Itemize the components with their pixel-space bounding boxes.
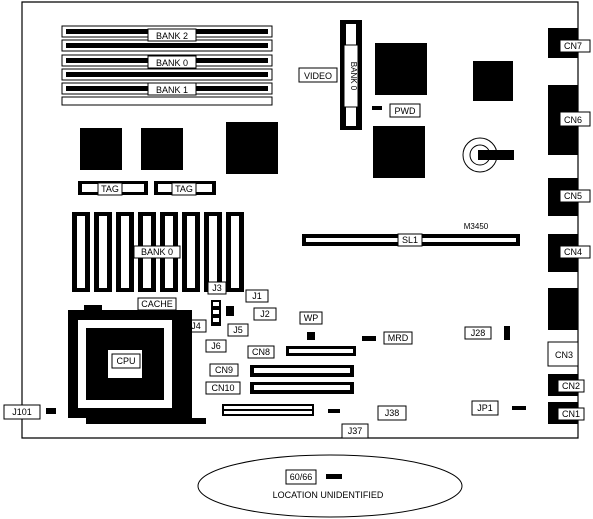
cpu-label: CPU [116,356,135,366]
wp-label: WP [304,313,319,323]
j6066-label: 60/66 [290,472,313,482]
connector-cn2: CN2 [548,374,585,396]
bank0-top-label: BANK 0 [156,58,188,68]
chipset-chip [473,61,513,101]
cn8-label: CN8 [252,347,270,357]
pin-header [222,404,314,416]
cn2-label: CN2 [562,381,580,391]
video-chip-2 [373,126,425,178]
cache-chip-2 [141,128,183,170]
location-unidentified-label: LOCATION UNIDENTIFIED [273,490,384,500]
jp1-label: JP1 [477,403,493,413]
j101-label: J101 [12,407,32,417]
j28-label: J28 [471,328,486,338]
j37-label: J37 [348,426,363,436]
j6-label: J6 [211,341,221,351]
board-outline [21,1,579,439]
j5-label: J5 [233,325,243,335]
j3-label: J3 [212,283,222,293]
video-chip-1 [375,43,427,95]
cn3-label: CN3 [555,350,573,360]
location-unidentified-callout [197,454,463,518]
cn5-label: CN5 [564,191,582,201]
connector-cn6: CN6 [548,85,591,155]
connector-cn4: CN4 [548,234,591,272]
tag2-label: TAG [175,184,193,194]
connector-cn8: CN8 [247,345,356,359]
j1-label: J1 [252,291,262,301]
connector-cn3: CN3 [547,341,579,367]
cache-chip-1 [80,128,122,170]
connector-unlabeled [548,288,578,330]
j4-label: J4 [191,321,201,331]
j38-label: J38 [385,408,400,418]
video-label: VIDEO [304,71,332,81]
connector-cn7: CN7 [548,28,591,58]
cn10-label: CN10 [211,383,234,393]
bank0-cache-label: BANK 0 [141,247,173,257]
bank1-label: BANK 1 [156,85,188,95]
m3450-label: M3450 [464,222,489,231]
cn4-label: CN4 [564,247,582,257]
tag1-label: TAG [101,184,119,194]
cn9-label: CN9 [215,365,233,375]
sl1-label: SL1 [402,235,418,245]
connector-cn10: CN10 [205,381,354,395]
bank2-label: BANK 2 [156,31,188,41]
cn1-label: CN1 [562,409,580,419]
cache-controller-chip [226,122,278,174]
connector-cn1: CN1 [548,402,585,424]
connector-cn5: CN5 [548,178,591,216]
cn6-label: CN6 [564,115,582,125]
cache-label: CACHE [141,299,173,309]
cn7-label: CN7 [564,41,582,51]
mrd-label: MRD [388,333,409,343]
bank0-vertical-label: BANK 0 [349,62,358,91]
connector-cn9: CN9 [209,363,354,377]
j2-label: J2 [260,309,270,319]
pwd-label: PWD [395,106,416,116]
